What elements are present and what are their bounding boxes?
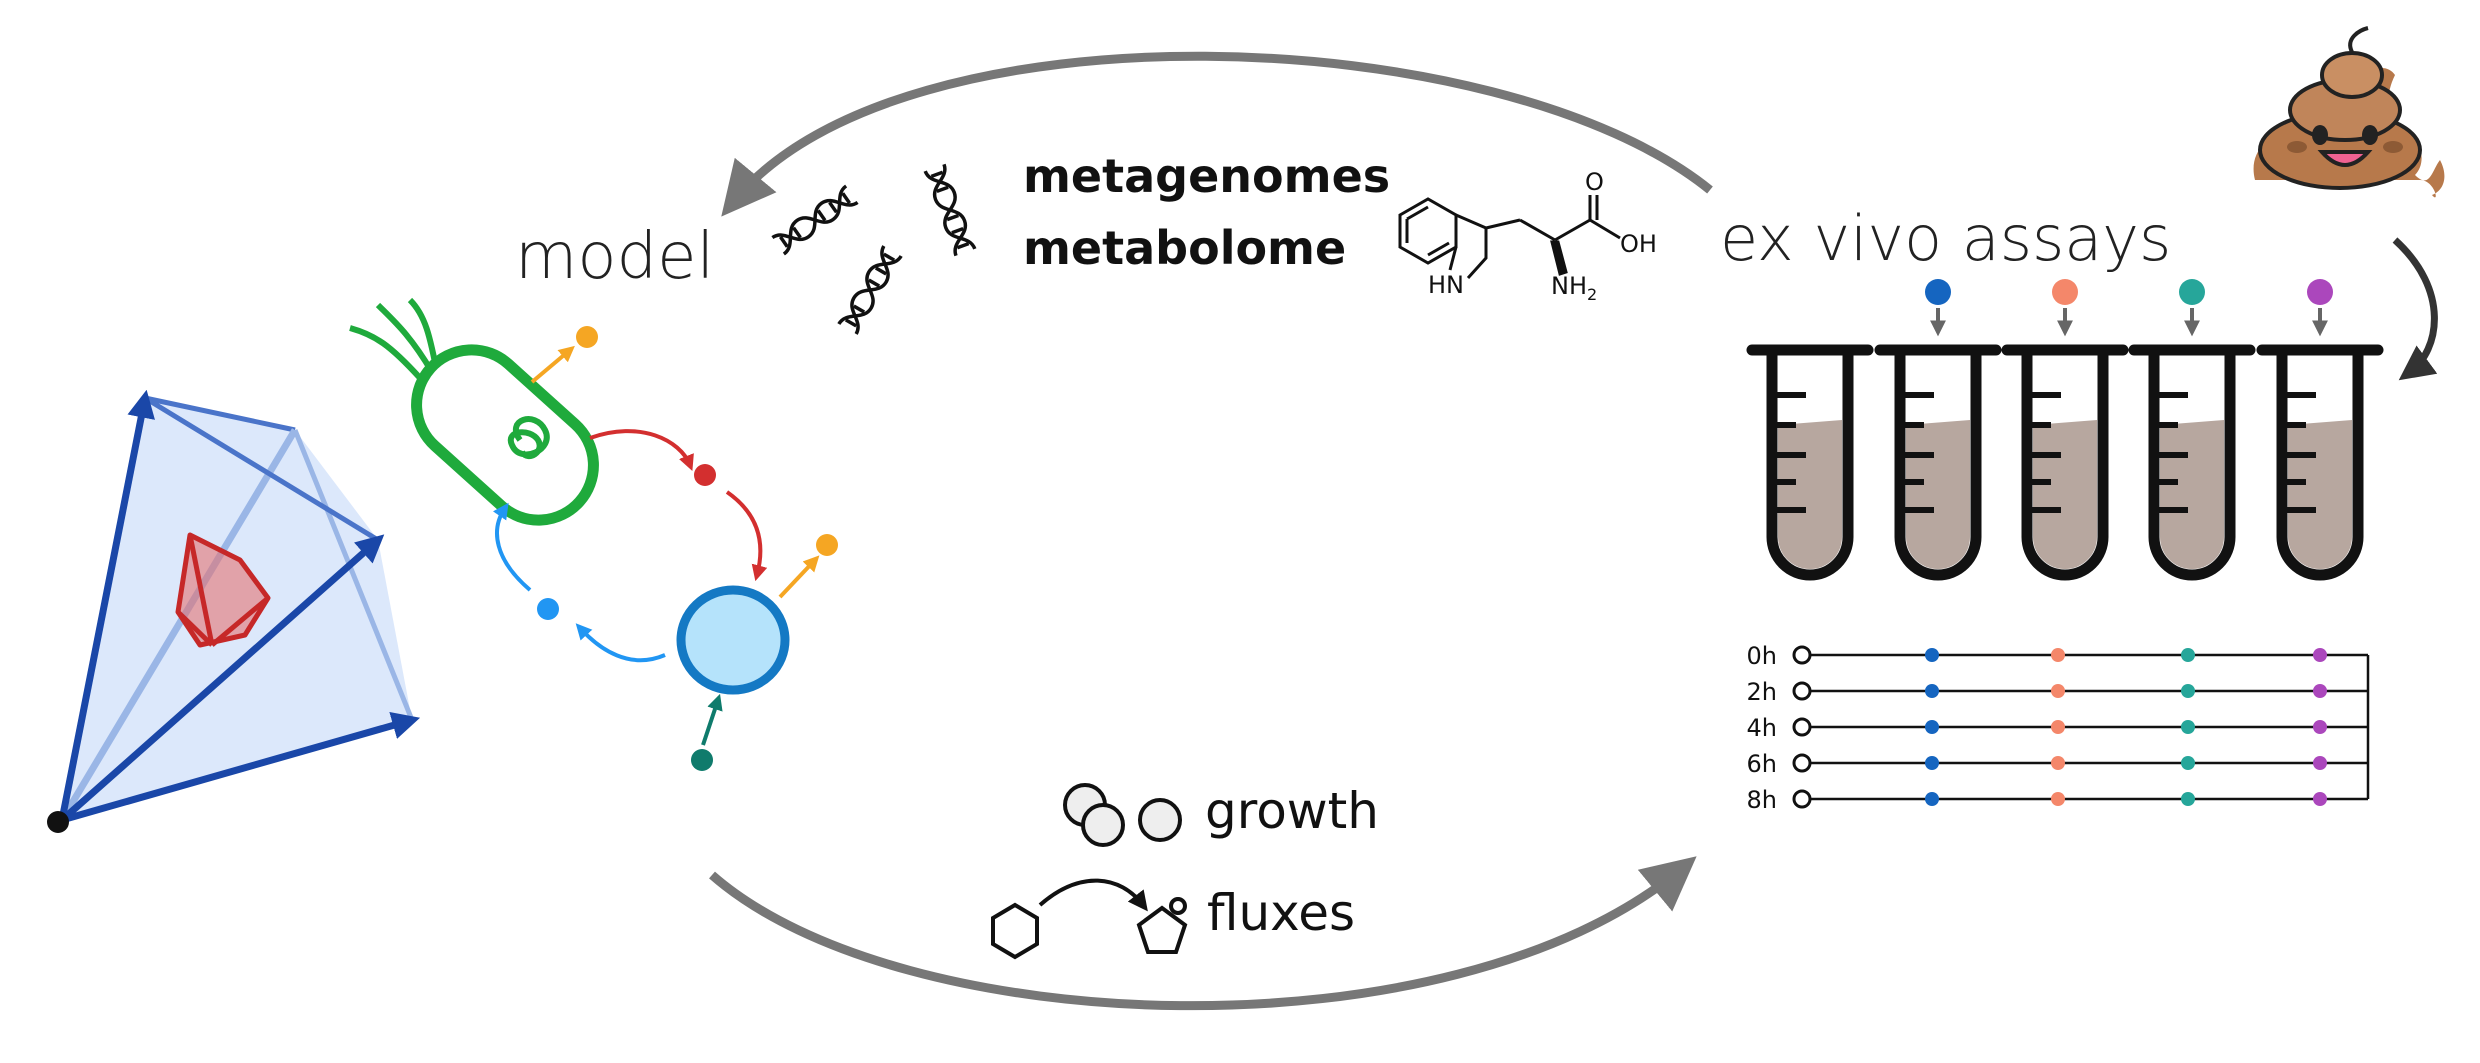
pentagon-icon bbox=[1136, 905, 1188, 954]
test-tube-icon bbox=[2128, 344, 2256, 581]
metagenomes-label: metagenomes bbox=[1023, 149, 1390, 203]
metabolome-label: metabolome bbox=[1023, 221, 1346, 275]
test-tube-rack bbox=[1746, 279, 2384, 581]
timeline-sample-dot bbox=[2051, 792, 2065, 806]
timeline-start-dot bbox=[1792, 753, 1812, 773]
timepoint-label: 4h bbox=[1747, 714, 1777, 742]
timeline-start-dot bbox=[1792, 717, 1812, 737]
timeline-sample-dot bbox=[2313, 684, 2327, 698]
molecule-oh: OH bbox=[1620, 230, 1657, 258]
timeline-sample-dot bbox=[1925, 684, 1939, 698]
timeline-sample-dot bbox=[2181, 648, 2195, 662]
timeline-sample-dot bbox=[2313, 648, 2327, 662]
molecule-hn: HN bbox=[1428, 271, 1464, 299]
cycle-arrow-bottom bbox=[709, 856, 1697, 1011]
timeline-start-dot bbox=[1792, 789, 1812, 809]
metabolite-teal bbox=[691, 749, 713, 771]
dna-icon bbox=[771, 163, 977, 335]
timeline-sample-dot bbox=[2051, 720, 2065, 734]
inoculation-marker bbox=[2307, 279, 2333, 337]
metabolite-red bbox=[694, 464, 716, 486]
timepoint-label: 0h bbox=[1747, 642, 1777, 670]
timeline-sample-dot bbox=[1925, 756, 1939, 770]
growth-icon bbox=[1063, 783, 1182, 847]
timeline-sample-dot bbox=[2051, 684, 2065, 698]
growth-label: growth bbox=[1205, 782, 1379, 840]
timeline-sample-dot bbox=[2313, 720, 2327, 734]
ex-vivo-label: ex vivo assays bbox=[1720, 202, 2171, 275]
inoculation-marker bbox=[2052, 279, 2078, 337]
inner-polytope bbox=[175, 532, 271, 648]
molecule-icon bbox=[1398, 195, 1621, 280]
test-tube-icon bbox=[1874, 344, 2002, 581]
timeline-sample-dot bbox=[1925, 720, 1939, 734]
molecule-nh2: NH2 bbox=[1551, 272, 1597, 304]
cell-icon bbox=[676, 585, 790, 695]
timeline-sample-dot bbox=[2313, 756, 2327, 770]
fluxes-label: fluxes bbox=[1207, 884, 1355, 942]
cycle-arrow-top bbox=[721, 51, 1713, 217]
timeline-sample-dot bbox=[2051, 756, 2065, 770]
test-tube-icon bbox=[2256, 344, 2384, 581]
poop-icon bbox=[2253, 26, 2445, 198]
metabolic-network bbox=[492, 326, 838, 771]
timepoint-label: 6h bbox=[1747, 750, 1777, 778]
metabolite-blue bbox=[537, 598, 559, 620]
hexagon-icon bbox=[991, 902, 1039, 960]
inoculation-marker bbox=[1925, 279, 1951, 337]
fluxes-icon bbox=[991, 878, 1188, 960]
timeline-sample-dot bbox=[2181, 756, 2195, 770]
timeline-start-dot bbox=[1792, 645, 1812, 665]
poop-to-tubes-arrow bbox=[2392, 237, 2438, 381]
test-tube-icon bbox=[1746, 344, 1874, 581]
origin-dot bbox=[47, 811, 69, 833]
timepoint-label: 2h bbox=[1747, 678, 1777, 706]
bacterium-icon bbox=[349, 297, 599, 526]
timepoint-label: 8h bbox=[1747, 786, 1777, 814]
timeline-sample-dot bbox=[2181, 792, 2195, 806]
timeline-sample-dot bbox=[2313, 792, 2327, 806]
timeline-sample-dot bbox=[1925, 648, 1939, 662]
molecule-o: O bbox=[1585, 168, 1604, 196]
test-tube-icon bbox=[2001, 344, 2129, 581]
metabolite-orange-2 bbox=[816, 534, 838, 556]
inoculation-marker bbox=[2179, 279, 2205, 337]
metabolite-orange-1 bbox=[576, 326, 598, 348]
polytope-icon bbox=[47, 389, 421, 833]
timeline-start-dot bbox=[1792, 681, 1812, 701]
timeline-sample-dot bbox=[2181, 684, 2195, 698]
sampling-timeline: 0h 2h 4h 6h 8h bbox=[1747, 642, 2370, 814]
model-label: model bbox=[515, 220, 714, 294]
timeline-sample-dot bbox=[2181, 720, 2195, 734]
timeline-sample-dot bbox=[1925, 792, 1939, 806]
timeline-sample-dot bbox=[2051, 648, 2065, 662]
